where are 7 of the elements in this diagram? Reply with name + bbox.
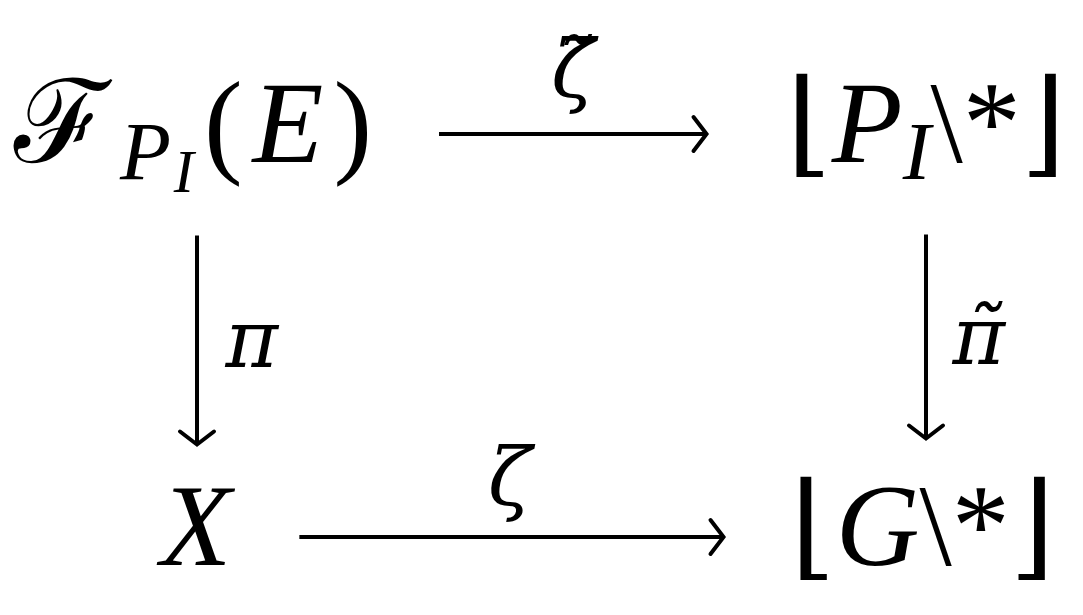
edge-label: π	[224, 292, 281, 388]
math-expression: ⌊G\*⌋	[733, 453, 1056, 599]
math-expression: ℱ$_{P}$$_{I}$(E)	[14, 50, 429, 196]
math-expression: ⌊P$_{I}$\*⌋	[716, 50, 1066, 196]
edge-label: ζ	[481, 426, 538, 530]
edge-label: π̃	[951, 288, 1008, 385]
edge-label: ζ̃	[545, 18, 601, 122]
